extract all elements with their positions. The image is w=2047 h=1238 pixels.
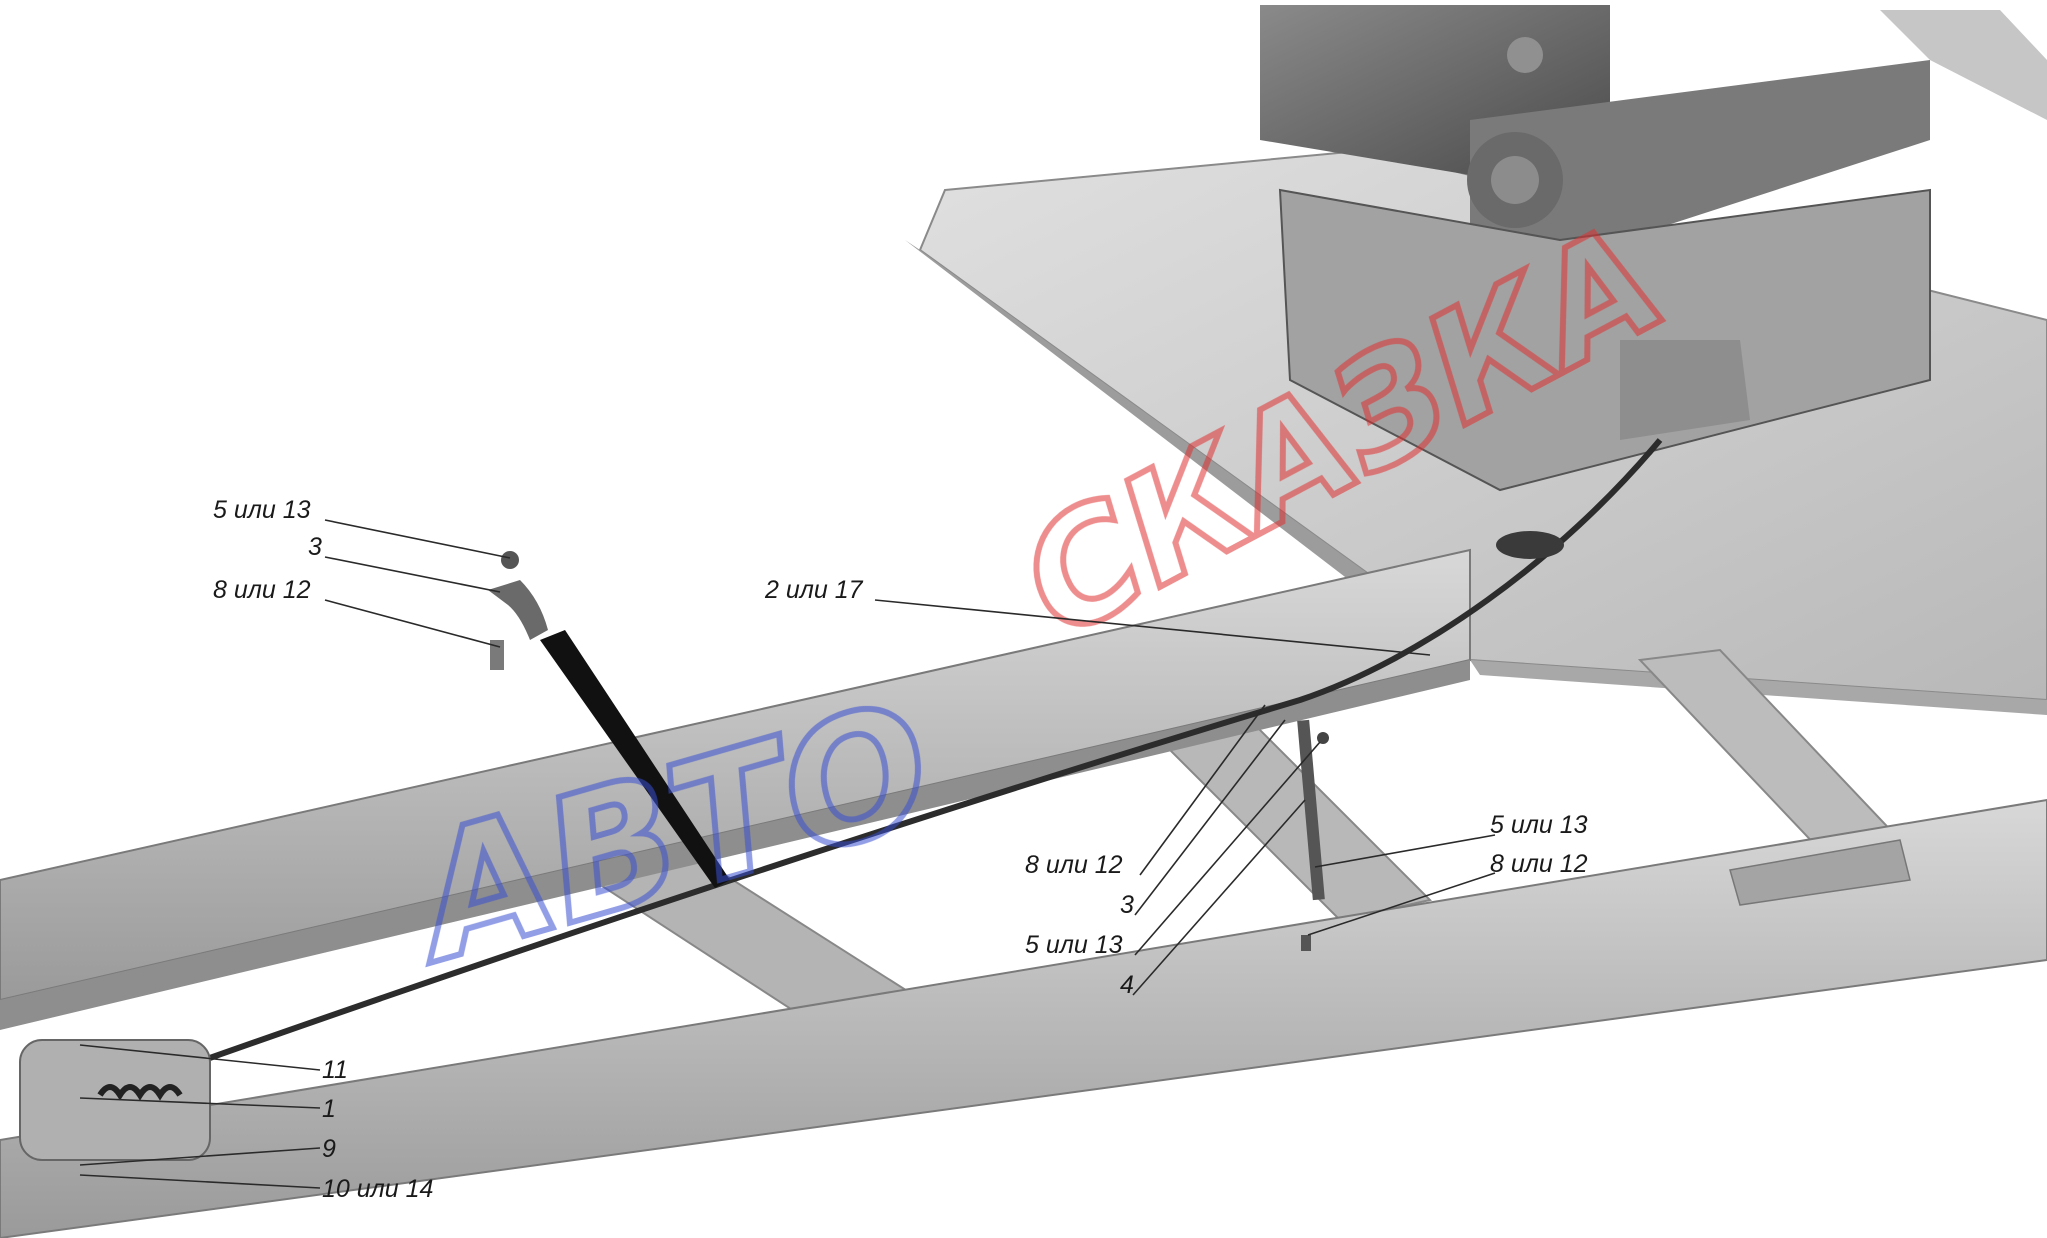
- frame-rail-right: [0, 798, 2047, 1238]
- watermark-word1: АВТО: [385, 665, 953, 1002]
- seat-assembly: [1260, 5, 2047, 492]
- callout-5-13-top: 5 или 13: [213, 496, 311, 524]
- callout-11: 11: [322, 1056, 348, 1084]
- callout-2-17: 2 или 17: [764, 576, 864, 604]
- callout-4: 4: [1120, 971, 1134, 999]
- callout-8-12-top: 8 или 12: [213, 576, 311, 604]
- leader-lines: [79, 519, 1496, 1189]
- brake-cable: [188, 438, 1663, 1068]
- callout-8-12-right: 8 или 12: [1490, 850, 1588, 878]
- callout-9: 9: [322, 1135, 336, 1163]
- callout-8-12-mid: 8 или 12: [1025, 851, 1123, 879]
- callout-3-mid: 3: [1120, 891, 1134, 919]
- callout-labels: 5 или 13 3 8 или 12 2 или 17 8 или 12 3 …: [213, 496, 1588, 1203]
- frame-rail-left: [0, 548, 1471, 1030]
- callout-1: 1: [322, 1095, 336, 1123]
- callout-3-top: 3: [308, 533, 322, 561]
- callout-5-13-right: 5 или 13: [1490, 811, 1588, 839]
- callout-10-14: 10 или 14: [322, 1175, 433, 1203]
- callout-5-13-mid: 5 или 13: [1025, 931, 1123, 959]
